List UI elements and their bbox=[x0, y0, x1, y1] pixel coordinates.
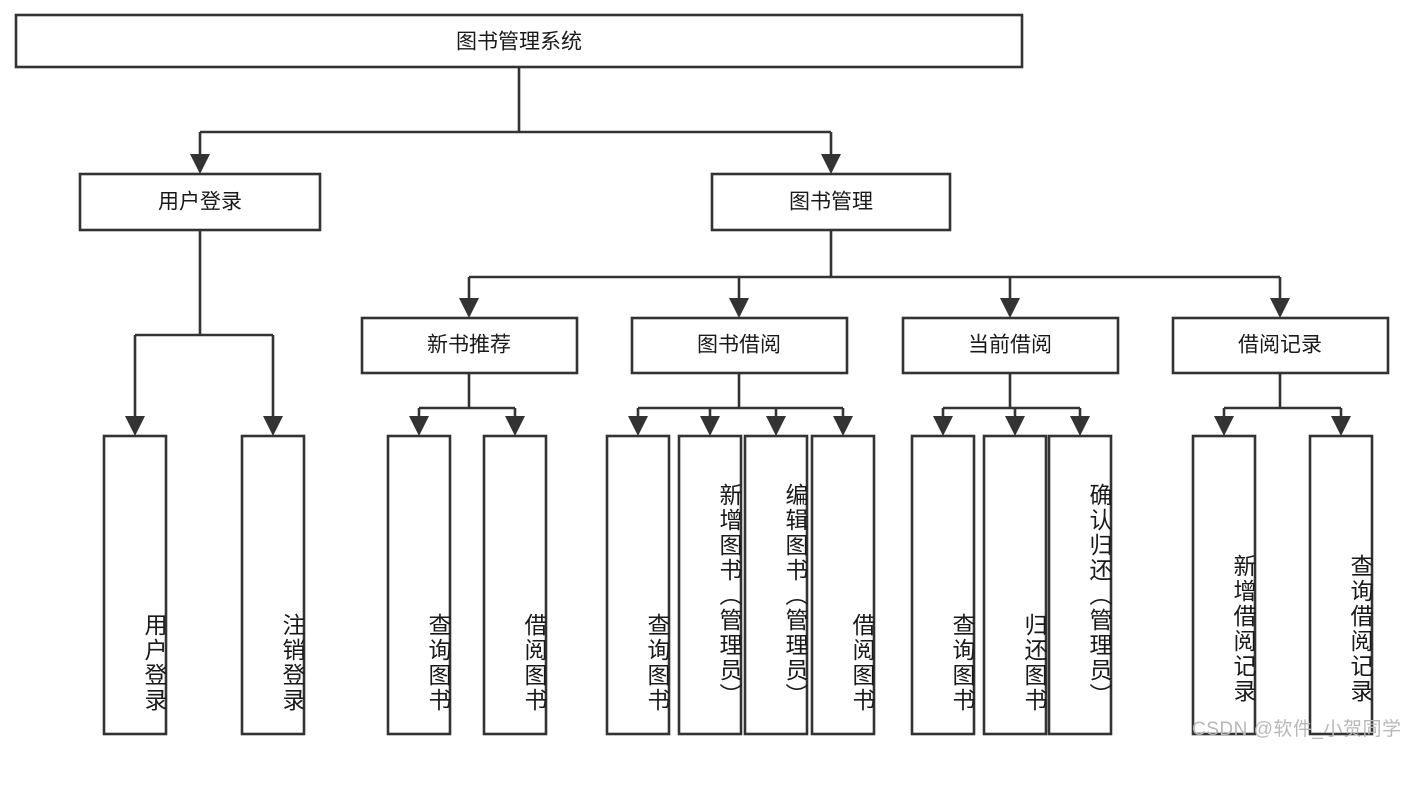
node-leaf-borrow-book-rec-box[interactable] bbox=[482, 434, 548, 736]
node-root[interactable]: 图书管理系统 bbox=[14, 13, 1024, 69]
arrow-head-borrow-record bbox=[1270, 298, 1290, 318]
arrow-head-leaf-return-book bbox=[1005, 416, 1025, 436]
arrow-head-leaf-borrow-book bbox=[833, 416, 853, 436]
arrow-head-leaf-borrow-book-rec bbox=[505, 416, 525, 436]
arrow-head-leaf-confirm-return-admin bbox=[1070, 416, 1090, 436]
node-leaf-edit-book-admin-box[interactable] bbox=[743, 434, 809, 736]
arrow-head-leaf-user-login bbox=[125, 416, 145, 436]
node-user-login[interactable]: 用户登录 bbox=[78, 172, 322, 232]
node-leaf-query-book-rec-box[interactable] bbox=[386, 434, 452, 736]
node-book-manage-box[interactable] bbox=[710, 172, 952, 232]
node-root-label: 图书管理系统 bbox=[456, 31, 582, 54]
node-leaf-return-book-box[interactable] bbox=[982, 434, 1048, 736]
connector-layer bbox=[125, 67, 1351, 436]
node-book-borrow-label: 图书借阅 bbox=[697, 334, 781, 357]
arrow-head-leaf-add-book-admin bbox=[700, 416, 720, 436]
node-leaf-query-book-current-box[interactable] bbox=[910, 434, 976, 736]
node-leaf-borrow-book-box[interactable] bbox=[810, 434, 876, 736]
arrow-head-leaf-query-book-borrow bbox=[628, 416, 648, 436]
arrow-head-current-borrow bbox=[1000, 298, 1020, 318]
arrow-head-book-borrow bbox=[729, 298, 749, 318]
node-user-login-label: 用户登录 bbox=[158, 191, 242, 214]
arrow-head-leaf-query-book-rec bbox=[409, 416, 429, 436]
arrow-head-leaf-query-book-current bbox=[933, 416, 953, 436]
node-leaf-confirm-return-admin-box[interactable] bbox=[1047, 434, 1113, 736]
node-user-login-box[interactable] bbox=[78, 172, 322, 232]
node-borrow-record-box[interactable] bbox=[1171, 316, 1390, 375]
node-leaf-add-book-admin-box[interactable] bbox=[677, 434, 743, 736]
arrow-head-leaf-edit-book-admin bbox=[766, 416, 786, 436]
node-book-manage[interactable]: 图书管理 bbox=[710, 172, 952, 232]
arrow-head-leaf-add-borrow-record bbox=[1214, 416, 1234, 436]
node-current-borrow[interactable]: 当前借阅 bbox=[901, 316, 1120, 375]
arrow-head-new-book-rec bbox=[459, 298, 479, 318]
arrow-head-leaf-user-logout bbox=[263, 416, 283, 436]
node-leaf-add-borrow-record-box[interactable] bbox=[1191, 434, 1257, 736]
node-new-book-rec[interactable]: 新书推荐 bbox=[360, 316, 579, 375]
node-leaf-query-borrow-record-box[interactable] bbox=[1308, 434, 1374, 736]
node-layer: 图书管理系统 用户登录 图书管理 新书推荐 图书借阅 当前 bbox=[14, 13, 1390, 736]
diagram-root: 图书管理系统 用户登录 图书管理 新书推荐 图书借阅 当前 bbox=[14, 13, 1402, 740]
arrow-head-leaf-query-borrow-record bbox=[1331, 416, 1351, 436]
csdn-watermark: CSDN @软件_小贺同学 bbox=[1192, 719, 1402, 740]
node-current-borrow-box[interactable] bbox=[901, 316, 1120, 375]
node-borrow-record-label: 借阅记录 bbox=[1238, 334, 1322, 357]
node-leaf-user-login-box[interactable] bbox=[102, 434, 168, 736]
node-leaf-query-book-borrow-box[interactable] bbox=[605, 434, 671, 736]
node-new-book-rec-label: 新书推荐 bbox=[427, 334, 511, 357]
arrow-head-book-manage bbox=[821, 154, 841, 174]
node-current-borrow-label: 当前借阅 bbox=[968, 334, 1052, 357]
node-leaf-user-logout-box[interactable] bbox=[240, 434, 306, 736]
arrow-head-user-login bbox=[190, 154, 210, 174]
node-borrow-record[interactable]: 借阅记录 bbox=[1171, 316, 1390, 375]
node-book-manage-label: 图书管理 bbox=[789, 191, 873, 214]
node-book-borrow[interactable]: 图书借阅 bbox=[630, 316, 849, 375]
node-new-book-rec-box[interactable] bbox=[360, 316, 579, 375]
node-book-borrow-box[interactable] bbox=[630, 316, 849, 375]
hierarchy-diagram-canvas: 图书管理系统 用户登录 图书管理 新书推荐 图书借阅 当前 bbox=[14, 13, 1390, 736]
node-root-box[interactable] bbox=[14, 13, 1024, 69]
